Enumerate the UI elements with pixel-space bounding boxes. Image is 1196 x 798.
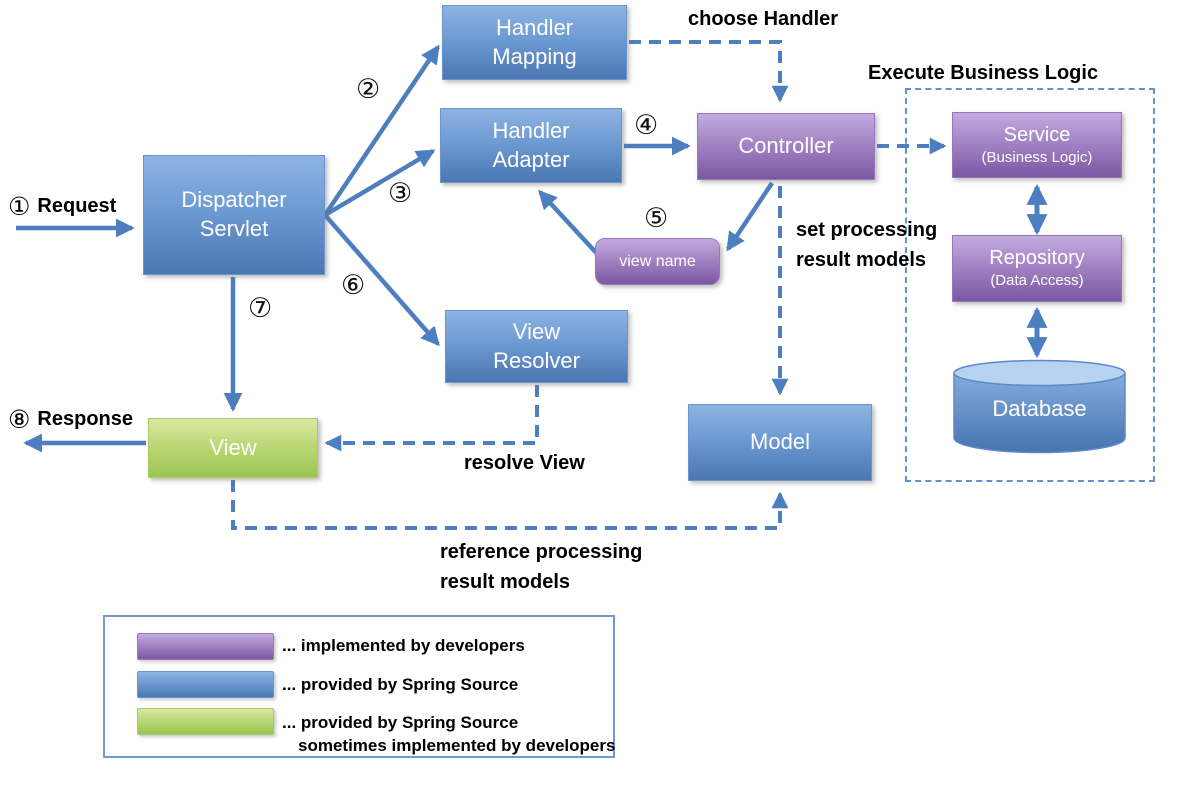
arrow-view-name-to-handler-adapter xyxy=(538,189,603,260)
node-view-name: view name xyxy=(595,238,720,285)
database-cylinder-icon xyxy=(953,359,1126,454)
node-label: View xyxy=(209,434,257,460)
node-repository: Repository (Data Access) xyxy=(952,235,1122,302)
legend: ... implemented by developers ... provid… xyxy=(103,615,615,758)
node-view-resolver: View Resolver xyxy=(445,310,628,383)
request-label: ① Request xyxy=(8,192,117,221)
node-sublabel: (Data Access) xyxy=(990,272,1084,290)
node-sublabel: (Business Logic) xyxy=(981,148,1093,166)
arrow-view-reference-model xyxy=(231,480,789,530)
step-1-badge: ① xyxy=(8,192,31,221)
reference-processing-label: reference processing result models xyxy=(440,541,643,593)
node-label: view name xyxy=(619,252,696,270)
node-label: Adapter xyxy=(492,146,570,172)
execute-business-logic-label: Execute Business Logic xyxy=(868,62,1099,84)
node-label: Dispatcher xyxy=(181,187,287,213)
step-3-badge: ③ xyxy=(388,178,413,209)
step-8-badge: ⑧ xyxy=(8,405,31,434)
step-5-badge: ⑤ xyxy=(644,203,669,234)
legend-swatch-purple xyxy=(137,633,274,660)
node-label: View xyxy=(512,318,561,344)
node-label: Resolver xyxy=(493,347,580,373)
set-processing-label: set processing result models xyxy=(796,219,938,271)
node-label: Database xyxy=(992,396,1087,421)
arrow-choose-handler xyxy=(629,40,789,103)
node-label: Servlet xyxy=(199,216,269,241)
response-label: ⑧ Response xyxy=(8,405,134,434)
node-handler-mapping: Handler Mapping xyxy=(442,5,627,80)
step-2-badge: ② xyxy=(356,74,381,105)
arrow-resolver-to-view xyxy=(324,385,539,452)
node-dispatcher-servlet: Dispatcher Servlet xyxy=(143,155,325,275)
node-handler-adapter: Handler Adapter xyxy=(440,108,622,183)
node-label: Repository xyxy=(989,247,1085,270)
step-4-badge: ④ xyxy=(634,110,659,141)
node-label: Handler xyxy=(495,14,574,40)
arrow-step2-to-handler-mapping xyxy=(323,44,440,217)
node-database: Database xyxy=(952,358,1127,455)
step-6-badge: ⑥ xyxy=(341,270,366,301)
node-service: Service (Business Logic) xyxy=(952,112,1122,178)
node-view: View xyxy=(148,418,318,478)
legend-swatch-blue xyxy=(137,671,274,698)
legend-label-developers: ... implemented by developers xyxy=(282,636,525,655)
resolve-view-label: resolve View xyxy=(464,452,585,474)
legend-swatch-green xyxy=(137,708,274,735)
arrow-step3-to-handler-adapter xyxy=(323,149,436,217)
legend-label-spring: ... provided by Spring Source xyxy=(282,675,519,694)
node-label: Model xyxy=(750,429,810,455)
legend-label-spring-sometimes: ... provided by Spring Source sometimes … xyxy=(282,713,616,755)
node-label: Service xyxy=(1003,123,1071,146)
node-model: Model xyxy=(688,404,872,481)
execute-business-logic-container xyxy=(905,88,1155,482)
node-label: Handler xyxy=(492,117,570,143)
step-7-badge: ⑦ xyxy=(248,293,273,324)
choose-handler-label: choose Handler xyxy=(688,8,839,30)
node-controller: Controller xyxy=(697,113,875,180)
arrow-controller-to-view-name xyxy=(726,181,774,252)
node-label: Mapping xyxy=(492,43,577,69)
node-label: Controller xyxy=(738,133,834,159)
arrow-step6-to-view-resolver xyxy=(323,213,440,347)
